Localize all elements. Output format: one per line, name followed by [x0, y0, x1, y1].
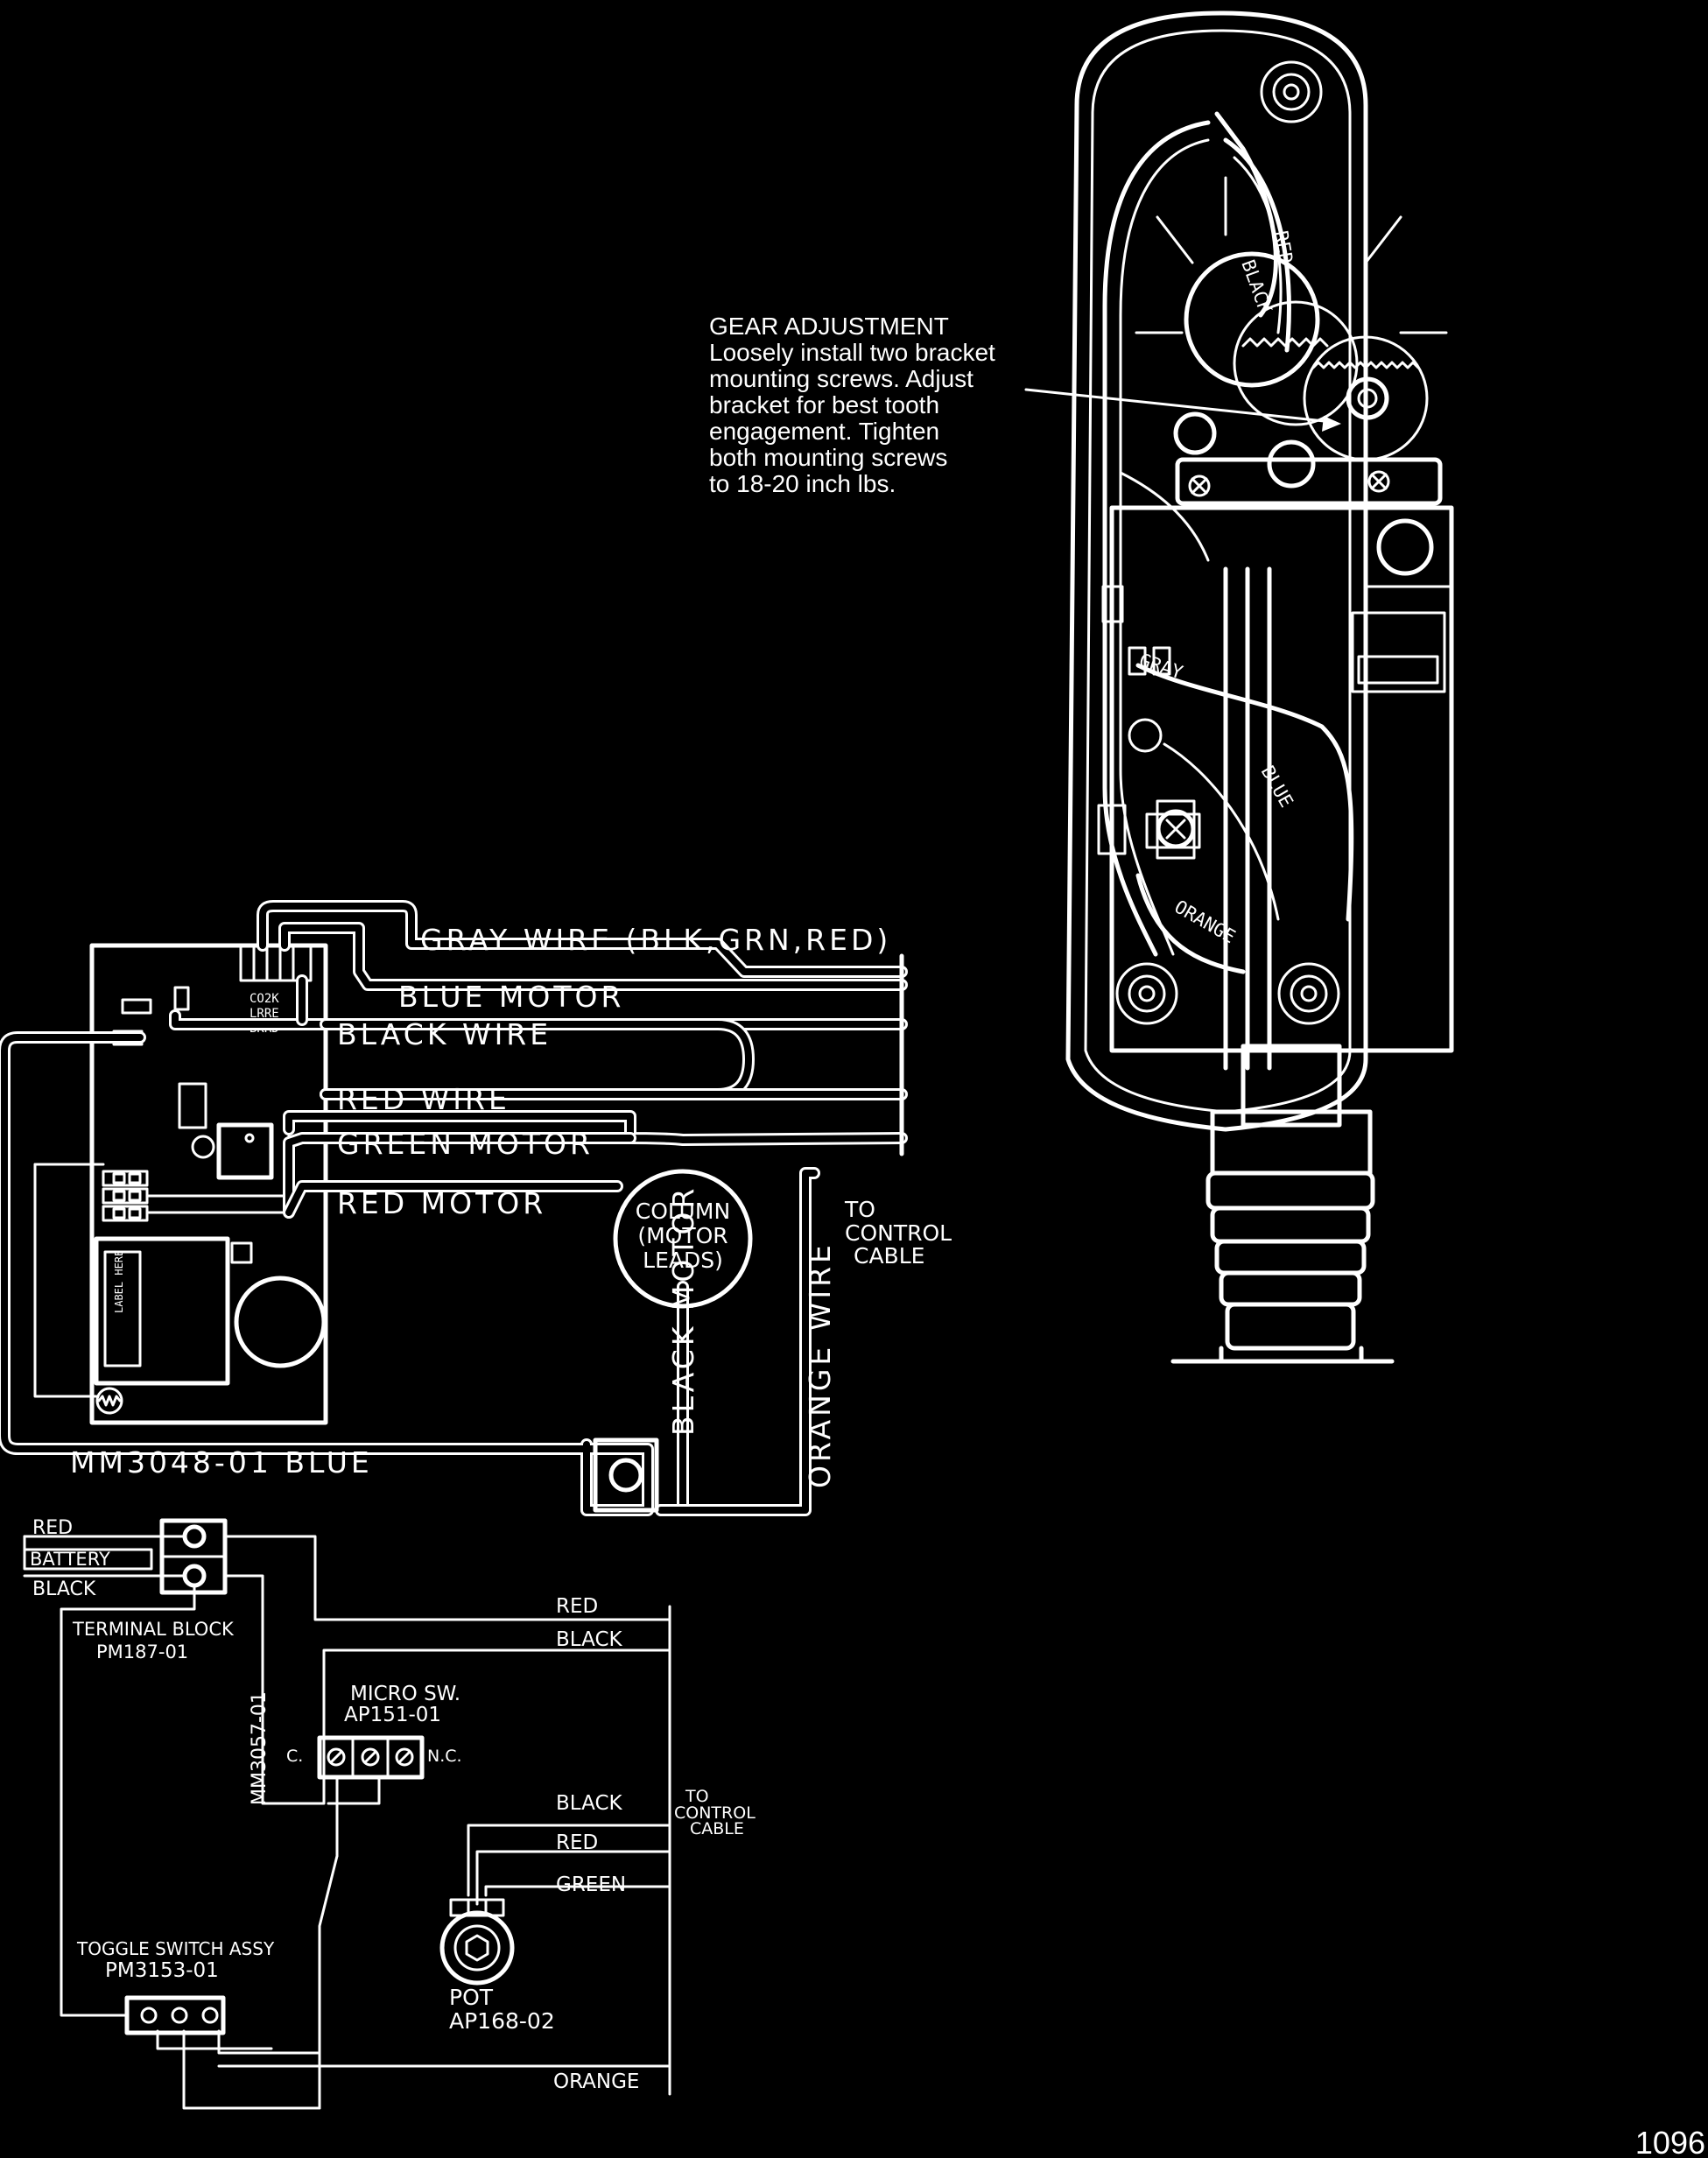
mounting-boss	[1277, 962, 1340, 1025]
board-to-control-2: CONTROL	[845, 1220, 952, 1246]
terminal-block-part: PM187-01	[96, 1641, 188, 1662]
wire-label-orange: ORANGE	[1171, 896, 1240, 948]
board-label-orange-wire: ORANGE WIRE	[803, 1241, 837, 1488]
motor-column-leads: COLUMN (MOTOR LEADS)	[613, 1169, 753, 1309]
micro-switch-name: MICRO SW.	[350, 1683, 460, 1705]
cable-strain-relief	[1170, 1044, 1395, 1364]
schematic-to-control-1: TO	[685, 1787, 709, 1806]
terminal-block	[159, 1518, 228, 1595]
wire-label-blue: BLUE	[1257, 763, 1297, 812]
schematic-red2-label: RED	[556, 1831, 598, 1854]
board-to-control-3: CABLE	[854, 1243, 924, 1269]
board-to-control-1: TO	[844, 1197, 875, 1222]
terminal-block-name: TERMINAL BLOCK	[72, 1619, 235, 1640]
svg-text:CO2K: CO2K	[250, 992, 279, 1006]
gear-adjustment-note: GEAR ADJUSTMENT Loosely install two brac…	[709, 313, 995, 497]
ground-lug	[593, 1437, 659, 1513]
svg-text:LRRE: LRRE	[250, 1007, 279, 1021]
schematic-red-label: RED	[556, 1595, 598, 1618]
schematic-to-control-3: CABLE	[690, 1819, 744, 1838]
board-label-green-motor: GREEN MOTOR	[337, 1127, 594, 1161]
schematic-diagram: RED BATTERY BLACK TERMINAL BLOCK PM187-0…	[23, 1517, 756, 2110]
board-label-gray-wire: GRAY WIRE (BLK,GRN,RED)	[420, 923, 891, 957]
gear-note-title: GEAR ADJUSTMENT	[709, 313, 949, 340]
toggle-switch	[124, 1995, 226, 2035]
pot-part: AP168-02	[449, 2008, 555, 2034]
board-label-red-motor: RED MOTOR	[337, 1186, 546, 1220]
schematic-to-control-2: CONTROL	[674, 1803, 756, 1823]
schematic-black2-label: BLACK	[556, 1792, 623, 1815]
gear-note-line-2: mounting screws. Adjust	[709, 365, 973, 392]
wire-label-gray: GRAY	[1136, 650, 1185, 684]
wire-label-black: BLACK	[1237, 257, 1276, 317]
board-part-number: MM3048-01 BLUE	[70, 1445, 373, 1480]
housing-wire-bundle	[1102, 111, 1354, 1071]
battery-red-label: RED	[32, 1517, 73, 1539]
board-wire-harness	[0, 900, 908, 1516]
schematic-black-label: BLACK	[556, 1628, 623, 1651]
column-label-3: LEADS)	[643, 1248, 723, 1273]
board-label-black-motor: BLACK MOTOR	[666, 1185, 700, 1436]
micro-switch	[317, 1735, 425, 1780]
gear-note-line-5: both mounting screws	[709, 444, 947, 471]
svg-text:LABEL HERE: LABEL HERE	[113, 1250, 125, 1313]
board-connector: CO2K LRRE BKRD	[239, 944, 313, 1036]
schematic-orange-label: ORANGE	[553, 2070, 639, 2093]
gear-note-line-4: engagement. Tighten	[709, 418, 939, 445]
gear-note-line-3: bracket for best tooth	[709, 391, 939, 418]
gear-note-line-1: Loosely install two bracket	[709, 339, 995, 366]
schematic-green-label: GREEN	[556, 1873, 626, 1896]
board-label-black-wire: BLACK WIRE	[337, 1017, 552, 1051]
column-label-2: (MOTOR	[637, 1223, 727, 1248]
gear-note-line-6: to 18-20 inch lbs.	[709, 470, 896, 497]
micro-switch-part: AP151-01	[344, 1704, 441, 1726]
gear-note-leader	[1024, 388, 1334, 424]
page-number: 1096	[1635, 2125, 1705, 2158]
battery-black-label: BLACK	[32, 1578, 96, 1600]
board-label-red-wire: RED WIRE	[337, 1082, 510, 1116]
pot-name: POT	[449, 1985, 494, 2010]
mounting-boss	[1115, 962, 1178, 1025]
micro-switch-c: C.	[286, 1747, 303, 1766]
mounting-boss	[1260, 60, 1323, 123]
battery-label: BATTERY	[30, 1549, 110, 1570]
column-label-1: COLUMN	[636, 1198, 730, 1224]
pedal-housing-illustration: RED BLACK GRAY BLUE ORANGE	[1024, 11, 1454, 1364]
board-wiring-diagram: CO2K LRRE BKRD LABEL HERE	[0, 900, 952, 1516]
toggle-part: PM3153-01	[105, 1959, 219, 1982]
potentiometer	[439, 1898, 515, 1986]
toggle-name: TOGGLE SWITCH ASSY	[76, 1938, 275, 1959]
gear-assembly	[1135, 176, 1448, 506]
micro-switch-nc: N.C.	[427, 1747, 462, 1766]
harness-part: MM3057-01	[249, 1691, 271, 1805]
board-label-blue-motor: BLUE MOTOR	[398, 980, 624, 1014]
